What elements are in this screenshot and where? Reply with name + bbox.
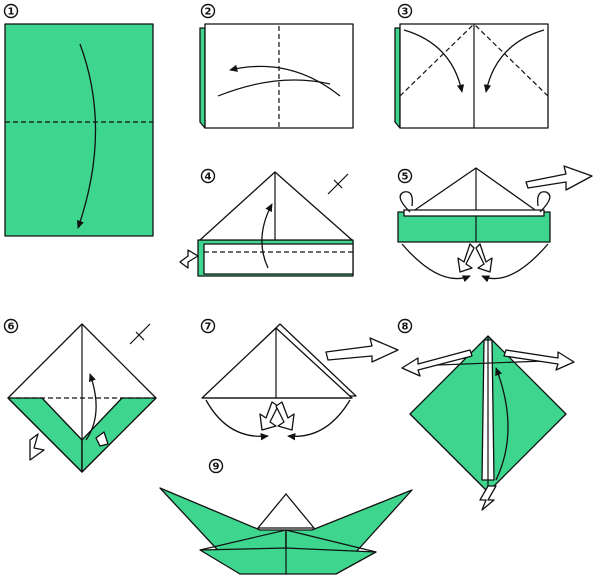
next-step-arrow (525, 165, 593, 191)
hull-crease-right (285, 529, 377, 553)
fold-up-arrow (85, 373, 97, 441)
crease-mark (217, 79, 331, 97)
step-number-3: 3 (397, 3, 413, 19)
svg-text:7: 7 (205, 322, 212, 333)
svg-text:3: 3 (402, 7, 409, 18)
under-layer (394, 27, 401, 129)
swing-arrow-left (205, 399, 269, 441)
pull-arrow-left (401, 349, 473, 377)
fold-arrow (76, 43, 97, 229)
side-tuck-left (399, 191, 413, 213)
open-arrow-left (259, 401, 279, 431)
step-number-7: 7 (200, 318, 216, 334)
step-number-5: 5 (397, 168, 413, 184)
step-9 (159, 487, 413, 575)
fold-up-arrow (495, 367, 509, 481)
fold-arrow-left-corner (403, 29, 465, 93)
svg-text:6: 6 (8, 322, 15, 333)
triangle-front (201, 327, 353, 399)
svg-text:8: 8 (402, 322, 409, 333)
boat-bottom (199, 547, 377, 575)
push-arrow (179, 249, 199, 269)
triangle (411, 167, 539, 213)
step-4 (179, 171, 354, 277)
step-6 (7, 323, 157, 473)
fold-arrow-left (229, 64, 341, 97)
right-diagonal-fold (473, 23, 549, 97)
push-arrow-left (29, 433, 45, 461)
next-step-arrow (325, 337, 399, 363)
bottom-strip-front (203, 243, 354, 275)
svg-text:5: 5 (402, 172, 409, 183)
step-1 (4, 23, 154, 237)
hull-crease-left (199, 529, 287, 551)
turn-over-mark (129, 323, 151, 345)
step-number-1: 1 (3, 3, 19, 19)
open-arrow-left (457, 243, 475, 273)
fold-arrow-right-corner (483, 29, 545, 93)
turn-over-tick (135, 331, 145, 341)
svg-text:1: 1 (8, 7, 15, 18)
side-tuck-right (537, 191, 551, 213)
turn-over-tick (333, 179, 343, 189)
sail (257, 493, 315, 529)
fold-up-arrow (261, 203, 273, 269)
svg-text:2: 2 (205, 7, 212, 18)
open-arrow-right (275, 401, 295, 431)
push-arrow (479, 485, 497, 511)
open-arrow-right (475, 243, 493, 273)
step-8 (401, 335, 575, 511)
step-number-9: 9 (208, 458, 224, 474)
push-arrow-right (95, 431, 109, 447)
swing-arrow-right (481, 243, 549, 283)
pull-arrow-right (503, 349, 575, 371)
step-3 (394, 23, 549, 129)
swing-arrow-left (401, 243, 471, 283)
green-band (397, 211, 551, 243)
svg-text:4: 4 (205, 172, 212, 183)
triangle (199, 171, 353, 241)
step-number-8: 8 (397, 318, 413, 334)
swing-arrow-right (287, 399, 351, 441)
step-number-2: 2 (200, 3, 216, 19)
band-top-edge (403, 209, 545, 217)
step-number-4: 4 (200, 168, 216, 184)
step-7 (201, 323, 399, 441)
step-number-6: 6 (3, 318, 19, 334)
green-sheet (4, 23, 154, 237)
step-5 (397, 165, 593, 283)
left-diagonal-fold (399, 23, 475, 97)
svg-text:9: 9 (213, 462, 220, 473)
under-layer (199, 27, 206, 129)
step-2 (199, 23, 354, 129)
